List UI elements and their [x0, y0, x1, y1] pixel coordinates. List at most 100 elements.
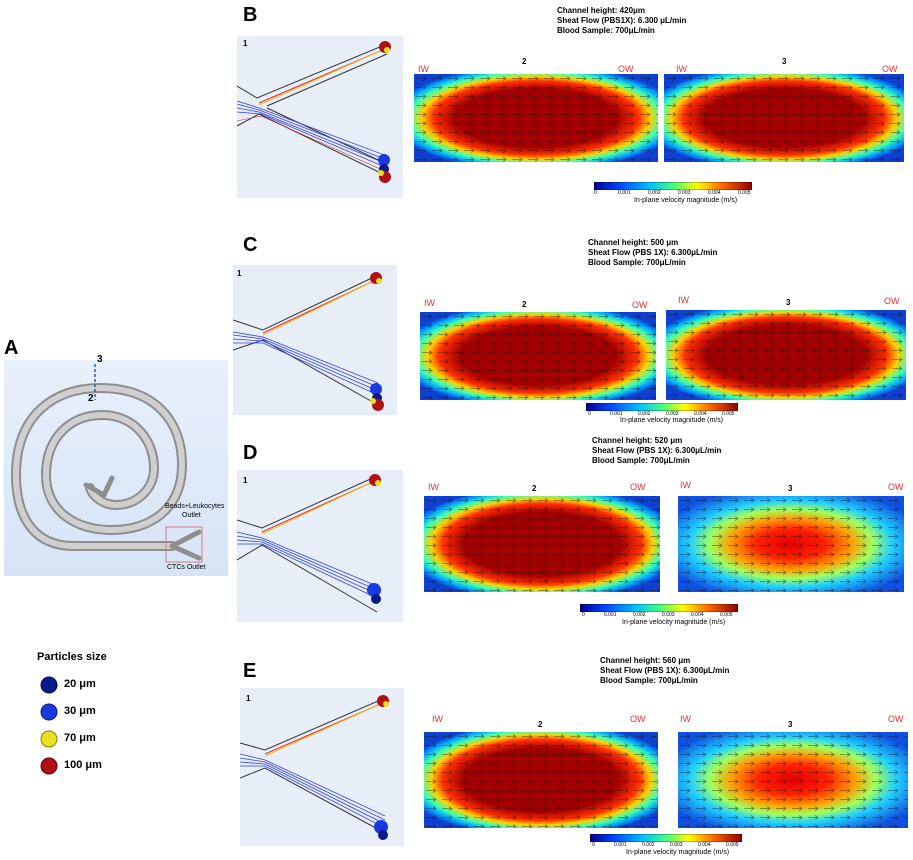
sheat-flow-e: Sheat Flow (PBS 1X): 6.300μL/min	[600, 666, 730, 675]
section-2-label-d: 2	[532, 484, 537, 493]
cb-tick-b-3: 0.003	[678, 190, 691, 196]
channel-height-e: Channel height: 560 μm	[600, 656, 691, 665]
outlet-view-e: 1	[240, 688, 404, 846]
velocity-field-b-2	[414, 74, 658, 162]
marker-2: 2	[88, 393, 94, 404]
outlet-view-label-b: 1	[243, 39, 248, 48]
cb-tick-d-0: 0	[582, 612, 585, 618]
ow-label-e: OW	[630, 714, 646, 724]
velocity-field-e-3	[678, 732, 908, 828]
cb-tick-b-2: 0.002	[648, 190, 661, 196]
ow-label-d2: OW	[888, 482, 904, 492]
panel-c-info: Channel height: 500 μm Sheat Flow (PBS 1…	[588, 238, 717, 268]
cb-tick-d-5: 0.005	[720, 612, 733, 618]
panel-d-info: Channel height: 520 μm Sheat Flow (PBS 1…	[592, 436, 721, 466]
blood-sample-c: Blood Sample: 700μL/min	[588, 258, 686, 267]
section-3-label-d: 3	[788, 484, 793, 493]
outlet-view-label-c: 1	[237, 269, 242, 278]
cb-tick-d-4: 0.004	[691, 612, 704, 618]
panel-label-d: D	[243, 442, 258, 464]
legend-swatch-20	[40, 676, 58, 694]
cb-tick-d-2: 0.002	[633, 612, 646, 618]
panel-b-info: Channel height: 420μm Sheat Flow (PBS1X)…	[557, 6, 686, 36]
colorbar-e	[590, 834, 742, 842]
panel-label-a: A	[4, 337, 19, 359]
sheat-flow-c: Sheat Flow (PBS 1X): 6.300μL/min	[588, 248, 718, 257]
panel-label-b: B	[243, 4, 258, 26]
outlet-upper-label: Beads+Leukocytes	[165, 503, 225, 510]
marker-3: 3	[97, 354, 103, 365]
cb-tick-c-5: 0.005	[722, 411, 735, 417]
section-3-label-b: 3	[782, 57, 787, 66]
legend-title: Particles size	[37, 651, 107, 663]
cb-tick-d-1: 0.001	[604, 612, 617, 618]
iw-label-e: IW	[432, 714, 443, 724]
legend-item-70: 70 μm	[64, 732, 96, 744]
cb-tick-e-2: 0.002	[642, 842, 655, 848]
iw-label-c: IW	[424, 298, 435, 308]
legend-item-30: 30 μm	[64, 705, 96, 717]
iw-label-d2: IW	[680, 480, 691, 490]
blood-sample-d: Blood Sample: 700μL/min	[592, 456, 690, 465]
outlet-lower-label: CTCs Outlet	[167, 564, 206, 571]
section-3-label-c: 3	[786, 298, 791, 307]
section-2-label-e: 2	[538, 720, 543, 729]
spiral-device-view: 3 2 Beads+Leukocytes Outlet CTCs Outlet	[4, 354, 228, 576]
legend-item-20: 20 μm	[64, 678, 96, 690]
colorbar-title-b: In-plane velocity magnitude (m/s)	[634, 197, 738, 204]
velocity-field-e-2	[424, 732, 658, 828]
cb-tick-c-0: 0	[588, 411, 591, 417]
legend-swatch-70	[40, 730, 58, 748]
ow-label-c: OW	[632, 300, 648, 310]
outlet-highlight-box	[165, 526, 203, 563]
iw-label-b: IW	[418, 64, 429, 74]
velocity-field-c-2	[420, 312, 656, 400]
outlet-upper-label-2: Outlet	[182, 512, 201, 519]
channel-height-d: Channel height: 520 μm	[592, 436, 683, 445]
cb-tick-b-4: 0.004	[708, 190, 721, 196]
cb-tick-e-3: 0.003	[670, 842, 683, 848]
cb-tick-b-1: 0.001	[618, 190, 631, 196]
outlet-view-d: 1	[237, 470, 403, 622]
iw-label-e2: IW	[680, 714, 691, 724]
outlet-view-c: 1	[233, 265, 397, 415]
section-3-label-e: 3	[788, 720, 793, 729]
cb-tick-c-1: 0.001	[610, 411, 623, 417]
cb-tick-e-5: 0.005	[726, 842, 739, 848]
channel-height-b: Channel height: 420μm	[557, 6, 646, 15]
cb-tick-b-0: 0	[594, 190, 597, 196]
ow-label-b: OW	[618, 64, 634, 74]
cb-tick-e-0: 0	[592, 842, 595, 848]
velocity-field-c-3	[666, 310, 906, 400]
ow-label-d: OW	[630, 482, 646, 492]
iw-label-b2: IW	[676, 64, 687, 74]
sheat-flow-b: Sheat Flow (PBS1X): 6.300 μL/min	[557, 16, 687, 25]
cb-tick-d-3: 0.003	[662, 612, 675, 618]
legend-swatch-30	[40, 703, 58, 721]
iw-label-d: IW	[428, 482, 439, 492]
panel-label-e: E	[243, 660, 257, 682]
cb-tick-c-3: 0.003	[666, 411, 679, 417]
legend-item-100: 100 μm	[64, 759, 102, 771]
legend	[40, 675, 70, 785]
colorbar-title-e: In-plane velocity magnitude (m/s)	[626, 849, 730, 856]
cb-tick-c-4: 0.004	[694, 411, 707, 417]
section-2-label-c: 2	[522, 300, 527, 309]
outlet-view-label-e: 1	[246, 694, 251, 703]
panel-e-info: Channel height: 560 μm Sheat Flow (PBS 1…	[600, 656, 729, 686]
ow-label-c2: OW	[884, 296, 900, 306]
cb-tick-c-2: 0.002	[638, 411, 651, 417]
blood-sample-e: Blood Sample: 700μL/min	[600, 676, 698, 685]
colorbar-b	[594, 182, 752, 190]
colorbar-title-c: In-plane velocity magnitude (m/s)	[620, 417, 724, 424]
outlet-view-label-d: 1	[243, 476, 248, 485]
blood-sample-b: Blood Sample: 700μL/min	[557, 26, 655, 35]
channel-height-c: Channel height: 500 μm	[588, 238, 679, 247]
velocity-field-d-2	[424, 496, 660, 592]
velocity-field-d-3	[678, 496, 904, 592]
outlet-view-b: 1	[237, 36, 403, 198]
legend-swatch-100	[40, 757, 58, 775]
colorbar-d	[580, 604, 738, 612]
colorbar-c	[586, 403, 738, 411]
panel-label-c: C	[243, 234, 258, 256]
